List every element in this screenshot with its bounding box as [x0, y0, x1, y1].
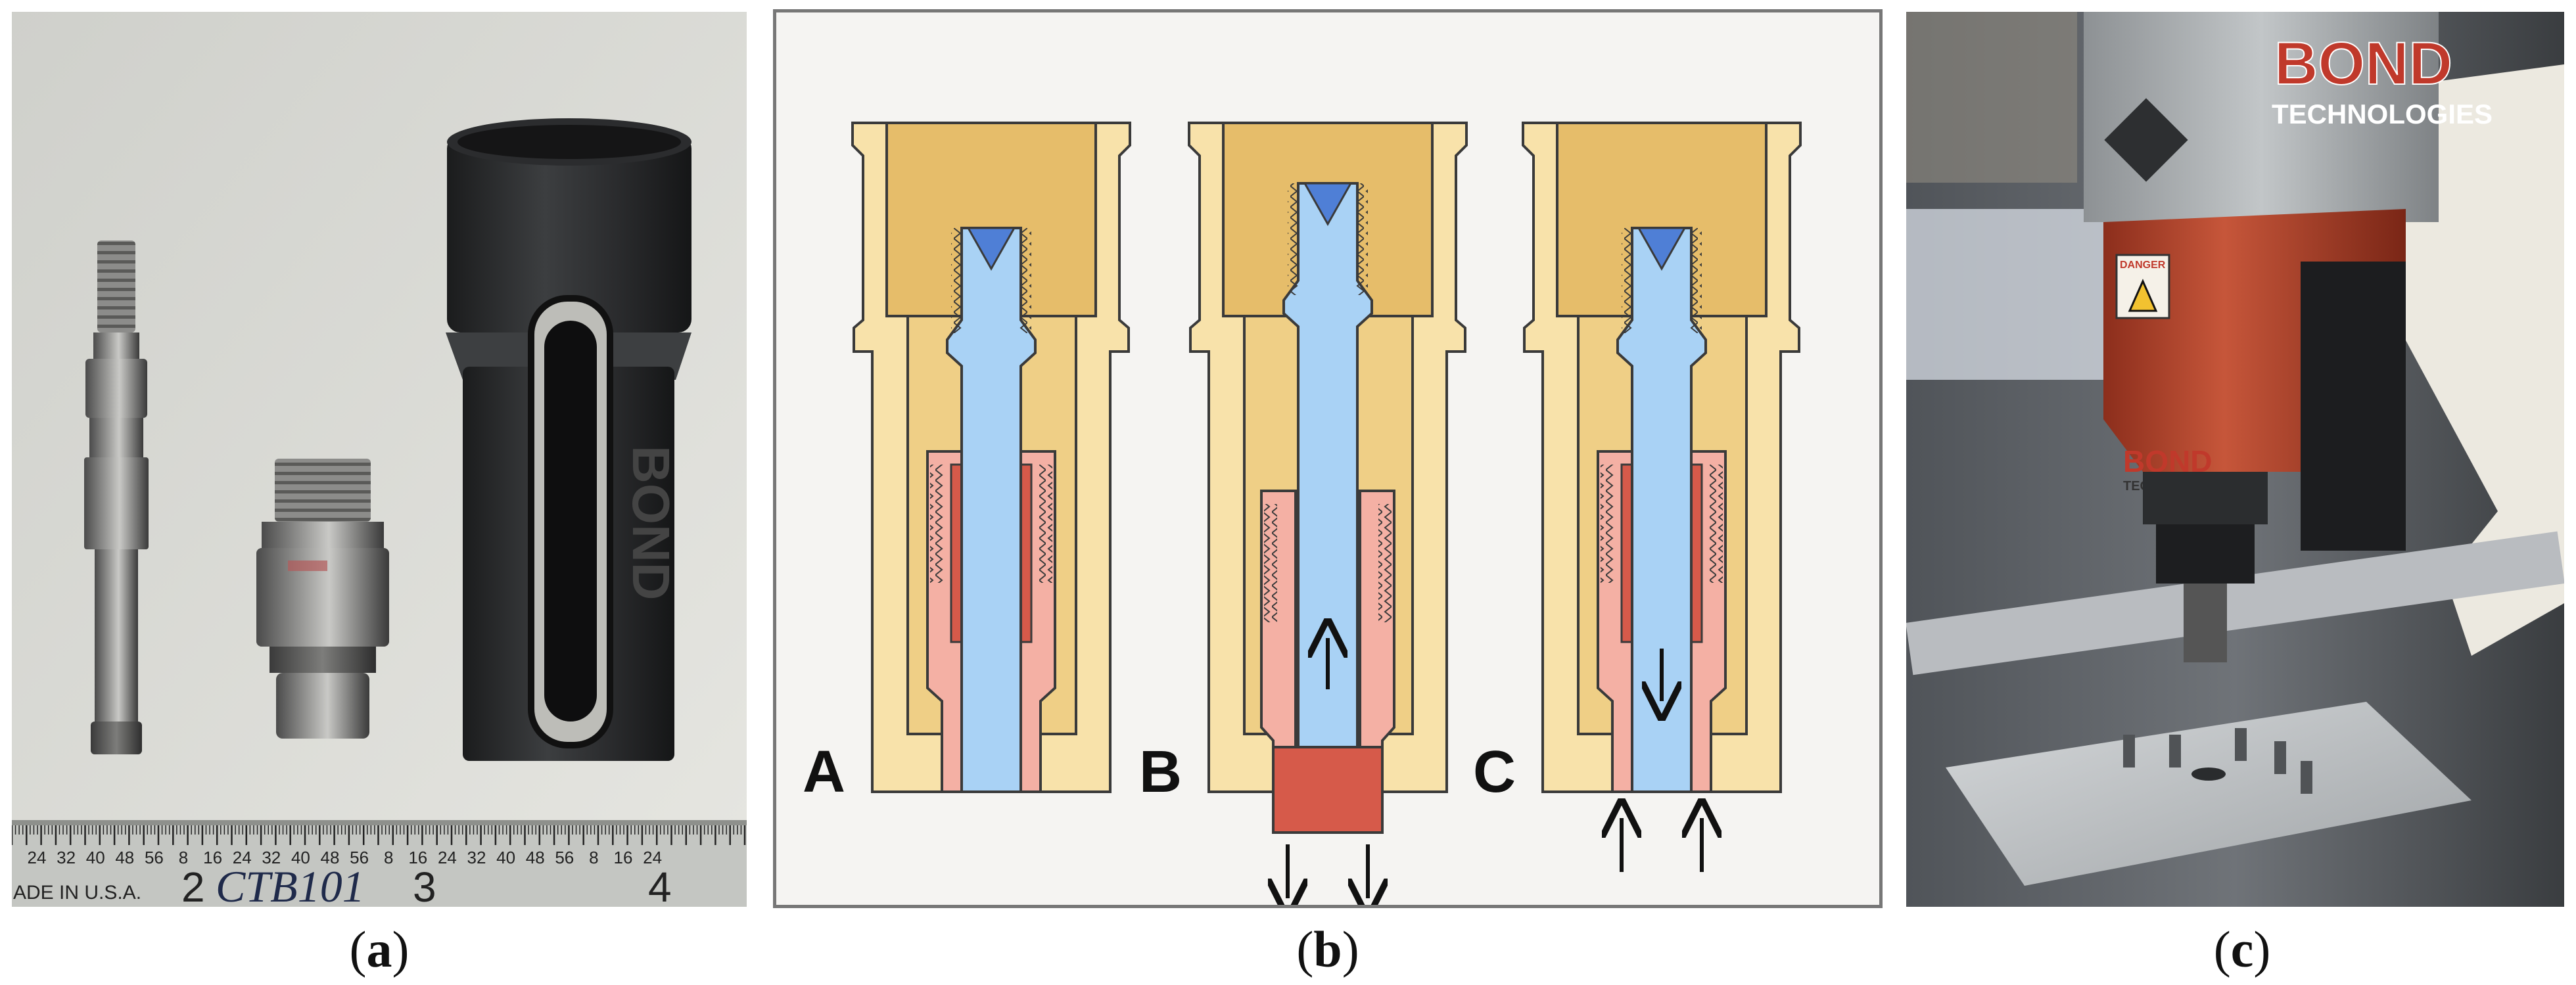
ruler-inch-2: 2: [181, 863, 205, 907]
stage-c-diagram: C: [1473, 122, 1802, 872]
ruler-scale-label: 8: [589, 848, 598, 867]
probe-tip: [1637, 227, 1687, 271]
clamp-pins: [2123, 728, 2312, 794]
logo-technologies: TECHNOLOGIES: [2272, 99, 2493, 129]
ruler-scale-labels: 24 32 40 48 56 8 16 24 32 40 48 56 8 16 24 32 40 48 56 8 16 2…: [28, 848, 663, 867]
ruler-scale-label: 24: [438, 848, 457, 867]
ruler-scale-label: 16: [408, 848, 427, 867]
ruler-scale-label: 8: [384, 848, 393, 867]
background-window: [1906, 209, 2103, 380]
panel-c-machine-photo: BOND TECHNOLOGIES DANGER BOND TECHNOLOGI…: [1906, 12, 2564, 907]
ruler-scale-label: 48: [115, 848, 134, 867]
ruler-scale-label: 56: [555, 848, 574, 867]
probe-tip: [1303, 182, 1353, 227]
stage-a-diagram: A: [803, 122, 1131, 805]
extruded-plug: [1272, 746, 1384, 834]
panel-b-cross-section-diagram: A B: [773, 9, 1883, 908]
panel-a-illustration: BOND 24324048568162432404856816243240485…: [12, 12, 747, 907]
caption-a: (a): [349, 921, 410, 978]
ruler-scale-label: 56: [350, 848, 369, 867]
side-motor: [2301, 262, 2406, 551]
ruler-inch-3: 3: [413, 863, 436, 907]
ruler-scale-label: 48: [526, 848, 545, 867]
panel-c-illustration: BOND TECHNOLOGIES DANGER BOND TECHNOLOGI…: [1906, 12, 2564, 907]
stage-b-diagram: B: [1139, 122, 1468, 898]
probe-pin-tool: [84, 241, 149, 754]
ruler-scale-label: 56: [145, 848, 164, 867]
ruler-scale-label: 32: [57, 848, 76, 867]
tool-holder: [2156, 524, 2255, 584]
caption-b-letter: b: [1313, 921, 1342, 978]
ruler-scale-label: 16: [203, 848, 222, 867]
caption-a-letter: a: [366, 921, 392, 978]
panel-b-illustration: A B: [803, 122, 1802, 905]
caption-c-letter: c: [2230, 921, 2254, 978]
logo-bond: BOND: [2274, 30, 2452, 97]
stage-label-c: C: [1473, 739, 1516, 805]
probe-tip: [966, 227, 1016, 271]
ruler-scale-label: 48: [321, 848, 340, 867]
ruler-origin-text: ADE IN U.S.A.: [13, 882, 141, 904]
ruler-scale-label: 24: [643, 848, 662, 867]
ruler-scale-label: 40: [86, 848, 105, 867]
tool-pin: [2184, 584, 2227, 662]
handwritten-label: CTB101: [216, 861, 365, 907]
ruler-scale-label: 16: [614, 848, 633, 867]
black-tool-holder: BOND: [446, 118, 691, 761]
ruler-scale-label: 8: [179, 848, 188, 867]
ruler-scale-label: 40: [291, 848, 310, 867]
spindle-collar: [2143, 472, 2268, 524]
warning-label-text: DANGER: [2120, 260, 2166, 271]
ruler-scale-label: 24: [233, 848, 252, 867]
engraved-bond-text: BOND: [622, 446, 680, 601]
ruler-scale-label: 40: [496, 848, 515, 867]
caption-b: (b): [1296, 921, 1359, 978]
ruler-scale-label: 32: [467, 848, 486, 867]
warning-triangle-icon: [2128, 279, 2158, 312]
ruler-ticks: [12, 825, 746, 845]
caption-c: (c): [2213, 921, 2271, 978]
work-plate: [1946, 702, 2471, 886]
ruler-scale-label: 24: [28, 848, 47, 867]
stage-label-b: B: [1139, 739, 1182, 805]
rail: [1906, 531, 2564, 676]
stage-label-a: A: [803, 739, 845, 805]
shoulder-tool: [256, 459, 389, 739]
ruler-scale-label: 32: [262, 848, 281, 867]
ruler-inch-4: 4: [648, 863, 672, 907]
